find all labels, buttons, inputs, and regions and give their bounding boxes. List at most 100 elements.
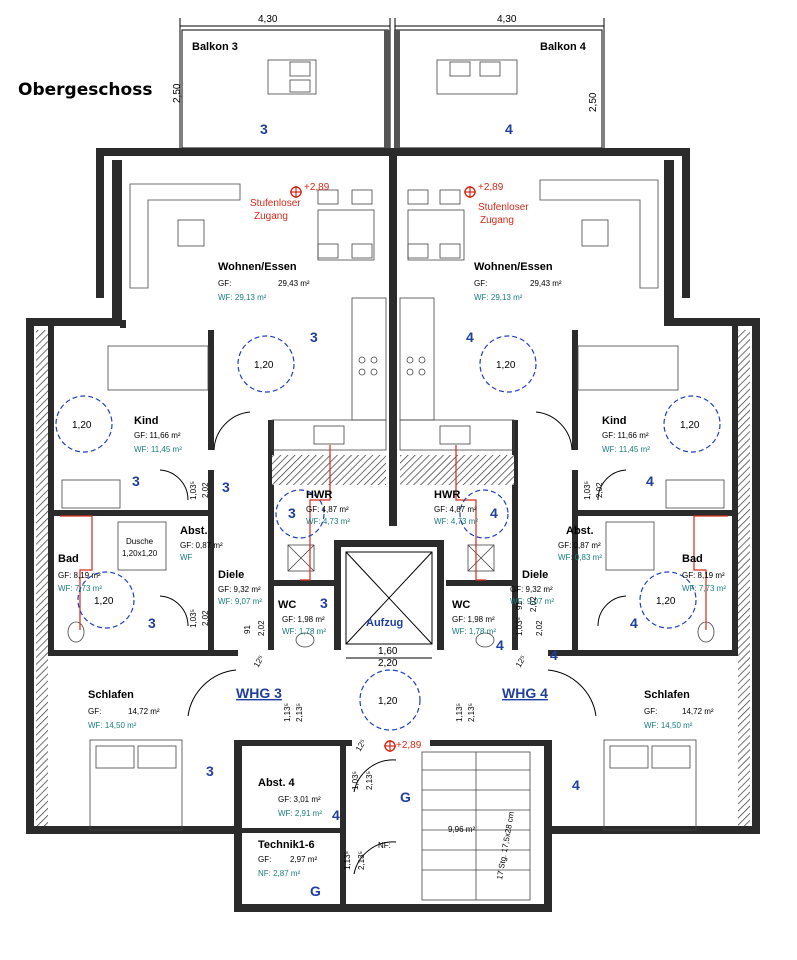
unit-left-bad: 3: [148, 615, 156, 631]
diele-left-name: Diele: [218, 569, 244, 581]
elev-left-note1: Stufenloser: [250, 198, 301, 209]
dim-balcony-left: 2,50: [172, 83, 183, 103]
abst-left-gf: GF: 0,87 m²: [180, 541, 223, 550]
hwr-right-name: HWR: [434, 489, 460, 501]
dim-c2-left: 2,02: [201, 482, 210, 498]
elev-stair: +2,89: [396, 740, 422, 751]
exterior-walls: [26, 148, 760, 912]
whg3-label: WHG 3: [236, 685, 282, 701]
bad-right-name: Bad: [682, 553, 703, 565]
dim-c3-left: 1,03⁵: [189, 609, 198, 628]
circle-bad-right: 1,20: [656, 596, 676, 607]
dim-n12-b: 12⁵: [514, 654, 528, 669]
hwr-left-wf: WF: 4,73 m²: [306, 517, 350, 526]
elev-left-note2: Zugang: [254, 211, 288, 222]
diele-right-gf: GF: 9,32 m²: [510, 585, 553, 594]
unit-left-flur: 3: [222, 479, 230, 495]
kitchens: [271, 297, 515, 485]
bad-right-wf: WF: 7,73 m²: [682, 584, 726, 593]
abst-left-wf: WF: [180, 553, 193, 562]
diele-right-wf: WF: 9,07 m²: [510, 597, 554, 606]
hwr-left-gf: GF: 4,87 m²: [306, 505, 349, 514]
circle-stair: 1,20: [378, 696, 398, 707]
kind-left-gf: GF: 11,66 m²: [134, 431, 181, 440]
abst-left-name: Abst.: [180, 525, 208, 537]
schlafen-right-gf-label: GF:: [644, 707, 657, 716]
wc-right-gf: GF: 1,98 m²: [452, 615, 495, 624]
elev-right-note2: Zugang: [480, 215, 514, 226]
stair-area: 9,96 m²: [448, 825, 475, 834]
schlafen-left-name: Schlafen: [88, 689, 134, 701]
technik-wf: NF: 2,87 m²: [258, 869, 301, 878]
schlafen-right-wf: WF: 14,50 m²: [644, 721, 693, 730]
dim-balcony-right: 2,50: [588, 92, 599, 112]
living-furniture: [129, 179, 659, 289]
dim-n12-a: 12⁵: [252, 654, 266, 669]
circle-bad-left: 1,20: [94, 596, 114, 607]
balcony-left-unit: 3: [260, 121, 268, 137]
staircase: 9,96 m² 17 Stg. 17,5x28 cm: [421, 751, 531, 901]
dim-wk-right-b: 2,13⁵: [467, 703, 476, 722]
wc-right-name: WC: [452, 599, 470, 611]
dim-tech-a: 1,13⁵: [343, 851, 352, 870]
abst4-name: Abst. 4: [258, 777, 296, 789]
circle-kind-right: 1,20: [680, 420, 700, 431]
dim-corr-a: 1,60: [378, 646, 398, 657]
wohnen-right-wf: WF: 29,13 m²: [474, 293, 523, 302]
interior-walls-left: [48, 320, 352, 910]
balcony-left: Balkon 3 3: [181, 29, 390, 149]
unit-right-hwr: 4: [490, 505, 498, 521]
dim-wk-left-b: 2,13⁵: [295, 703, 304, 722]
dim-abst4-a: 1,03⁵: [351, 771, 360, 790]
hwr-right-wf: WF: 4,73 m²: [434, 517, 478, 526]
dim-corr-b: 2,20: [378, 658, 398, 669]
interior-dimensions: 1,03⁵ 2,02 1,03⁵ 2,02 1,03⁵ 2,02 1,03⁵ 2…: [189, 481, 604, 870]
wc-left-gf: GF: 1,98 m²: [282, 615, 325, 624]
dim-tech-b: 2,13⁵: [357, 851, 366, 870]
elev-right: +2,89: [478, 182, 504, 193]
unit-right-wohnen: 4: [466, 329, 474, 345]
unit-left-kind: 3: [132, 473, 140, 489]
dusche-left-name: Dusche: [126, 537, 154, 546]
dim-top-left: 4,30: [258, 14, 278, 25]
wohnen-left-name: Wohnen/Essen: [218, 261, 297, 273]
wohnen-right-gf: 29,43 m²: [530, 279, 562, 288]
kind-right-name: Kind: [602, 415, 626, 427]
dim-wk-right-a: 1,13⁵: [455, 703, 464, 722]
unit-abst4: 4: [332, 807, 340, 823]
dim-wc-left-a: 91: [243, 625, 252, 634]
unit-right-schlafen: 4: [572, 777, 580, 793]
dim-c4-left: 2,02: [201, 610, 210, 626]
schlafen-left-gf-label: GF:: [88, 707, 101, 716]
kind-right-wf: WF: 11,45 m²: [602, 445, 650, 454]
abst4-gf: GF: 3,01 m²: [278, 795, 321, 804]
dim-n12-c: 12⁵: [354, 738, 368, 753]
dim-abst4-b: 2,13⁵: [365, 771, 374, 790]
abst-right-name: Abst.: [566, 525, 594, 537]
balcony-right-unit: 4: [505, 121, 513, 137]
dim-wc-left-b: 2,02: [257, 620, 266, 636]
balcony-right-label: Balkon 4: [540, 41, 587, 53]
whg4-label: WHG 4: [502, 685, 548, 701]
abst4-wf: WF: 2,91 m²: [278, 809, 322, 818]
dim-c4-right: 2,02: [535, 620, 544, 636]
schlafen-right-name: Schlafen: [644, 689, 690, 701]
dim-top-right: 4,30: [497, 14, 517, 25]
bad-left-name: Bad: [58, 553, 79, 565]
hwr-right-gf: GF: 4,87 m²: [434, 505, 477, 514]
unit-right-kind: 4: [646, 473, 654, 489]
unit-right-diele: 4: [550, 647, 558, 663]
schlafen-left-gf: 14,72 m²: [128, 707, 160, 716]
labels-common: Aufzug Abst. 4 GF: 3,01 m² WF: 2,91 m² 4…: [258, 617, 411, 899]
bad-right-gf: GF: 8,19 m²: [682, 571, 725, 580]
wohnen-left-wf: WF: 29,13 m²: [218, 293, 267, 302]
diele-left-wf: WF: 9,07 m²: [218, 597, 262, 606]
schlafen-left-wf: WF: 14,50 m²: [88, 721, 137, 730]
diele-right-name: Diele: [522, 569, 548, 581]
unit-right-wc: 4: [496, 637, 504, 653]
bath-fixtures: [67, 521, 715, 648]
unit-left-schlafen: 3: [206, 763, 214, 779]
dim-c1-right: 1,03⁵: [583, 481, 592, 500]
elevation-markers: +2,89 Stufenloser Zugang +2,89 Stufenlos…: [60, 182, 728, 752]
balcony-left-label: Balkon 3: [192, 41, 238, 53]
